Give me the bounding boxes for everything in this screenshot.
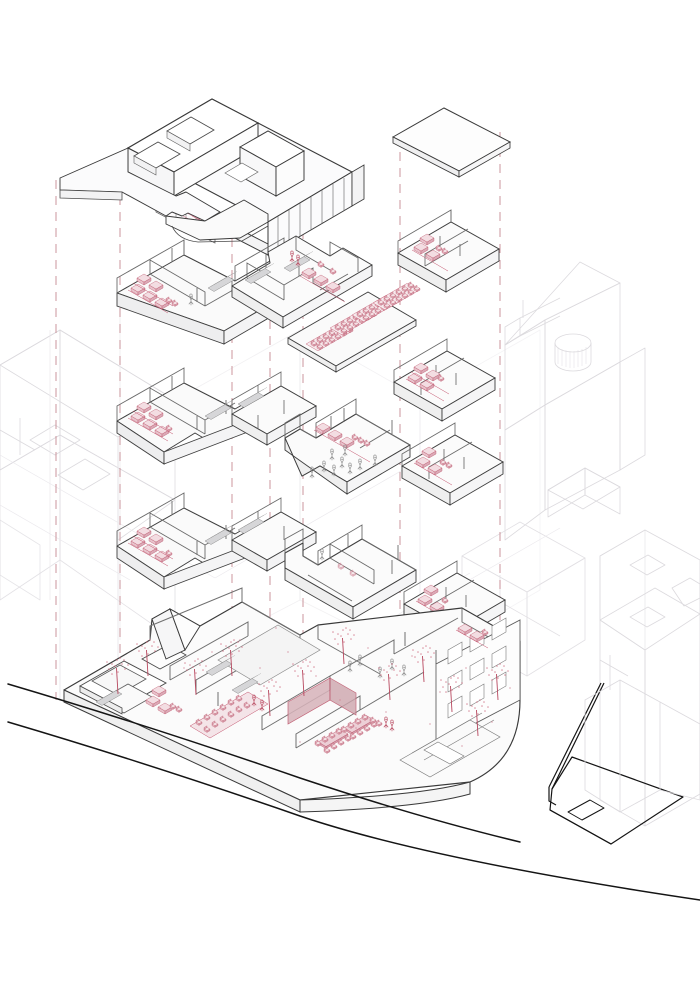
seating-bank bbox=[373, 282, 420, 310]
neighbour-block-southeast bbox=[599, 529, 700, 827]
roof-entry-canopy bbox=[59, 147, 221, 222]
slab-edge-se bbox=[449, 461, 504, 506]
terrace-parapet bbox=[548, 787, 557, 806]
skylight-well-b-depth bbox=[166, 130, 191, 152]
roof-mechanical-box-right bbox=[275, 150, 305, 197]
detached-roof-edge-right bbox=[458, 141, 511, 178]
terrace-deck bbox=[549, 756, 684, 845]
feature-wall-rose-return bbox=[329, 677, 357, 716]
level-03 bbox=[116, 338, 505, 506]
street-edge-lower bbox=[7, 721, 700, 901]
interior-walls bbox=[284, 524, 417, 602]
slab-edge-se bbox=[346, 444, 411, 495]
furniture-cluster bbox=[413, 446, 453, 486]
level-03-gymnasium-plate bbox=[284, 398, 411, 495]
roof-front-apron-curve bbox=[171, 225, 269, 243]
slab-edge-se bbox=[445, 248, 500, 293]
neighbour-block-west bbox=[0, 329, 176, 641]
roof-east-sliver bbox=[351, 164, 365, 207]
furniture-cluster bbox=[405, 362, 450, 402]
level-04-assembly-terrace bbox=[287, 282, 420, 373]
roof-east-mullions bbox=[277, 178, 345, 249]
furniture-cluster bbox=[127, 526, 174, 567]
level-04 bbox=[116, 209, 501, 373]
furniture-cluster bbox=[299, 260, 346, 303]
level-01-ground-floor bbox=[63, 587, 521, 813]
interior-walls bbox=[401, 422, 473, 479]
level-03-east-unit-plate-upper bbox=[392, 338, 497, 422]
slab-edge-se bbox=[282, 264, 373, 329]
promenade bbox=[399, 712, 501, 778]
neighbour-tower-north bbox=[504, 261, 646, 541]
furniture-cluster bbox=[127, 401, 174, 442]
slab-edge-se bbox=[352, 569, 417, 620]
site-boundary bbox=[7, 683, 700, 901]
gym-furniture bbox=[313, 422, 371, 463]
street-edge-upper bbox=[7, 683, 521, 843]
level-05-roof-volume bbox=[59, 98, 365, 256]
slab-edge-se bbox=[335, 319, 417, 373]
terrace-wall-diagonal bbox=[548, 682, 602, 788]
furniture-cluster bbox=[411, 233, 449, 272]
retail-unit bbox=[455, 623, 489, 649]
street-facade-east bbox=[435, 617, 521, 745]
slab-edge-se bbox=[441, 377, 496, 422]
roof-entry-canopy-edge bbox=[59, 178, 123, 201]
furniture-cluster bbox=[127, 273, 179, 314]
detached-roof-top bbox=[391, 107, 512, 172]
planting bbox=[105, 626, 511, 747]
roof-front-apron bbox=[165, 199, 269, 241]
level-03-east-unit-plate-lower bbox=[400, 422, 505, 506]
level-03-corridor-plate bbox=[230, 371, 318, 446]
level-02-west-wing-plate bbox=[116, 492, 254, 590]
figure bbox=[319, 548, 325, 561]
roof-skylight-small bbox=[224, 162, 259, 183]
terrace-step bbox=[567, 799, 605, 821]
interior-walls bbox=[246, 236, 359, 302]
ground-slab-edge-right bbox=[299, 781, 471, 813]
southeast-terrace bbox=[548, 682, 684, 845]
skylight-well-a-depth bbox=[133, 155, 157, 176]
terrace-wall-diagonal-2 bbox=[551, 682, 605, 790]
level-04-east-unit-plate bbox=[396, 209, 501, 293]
classroom-block bbox=[189, 691, 269, 739]
terrace-context-overlay bbox=[584, 679, 700, 813]
level-04-core-plate bbox=[231, 235, 373, 329]
level-02-apartment-plate bbox=[284, 524, 417, 620]
ground-courtyard bbox=[217, 624, 321, 686]
detached-roof-slab bbox=[391, 107, 512, 178]
terrace-edge-lower bbox=[549, 809, 612, 845]
